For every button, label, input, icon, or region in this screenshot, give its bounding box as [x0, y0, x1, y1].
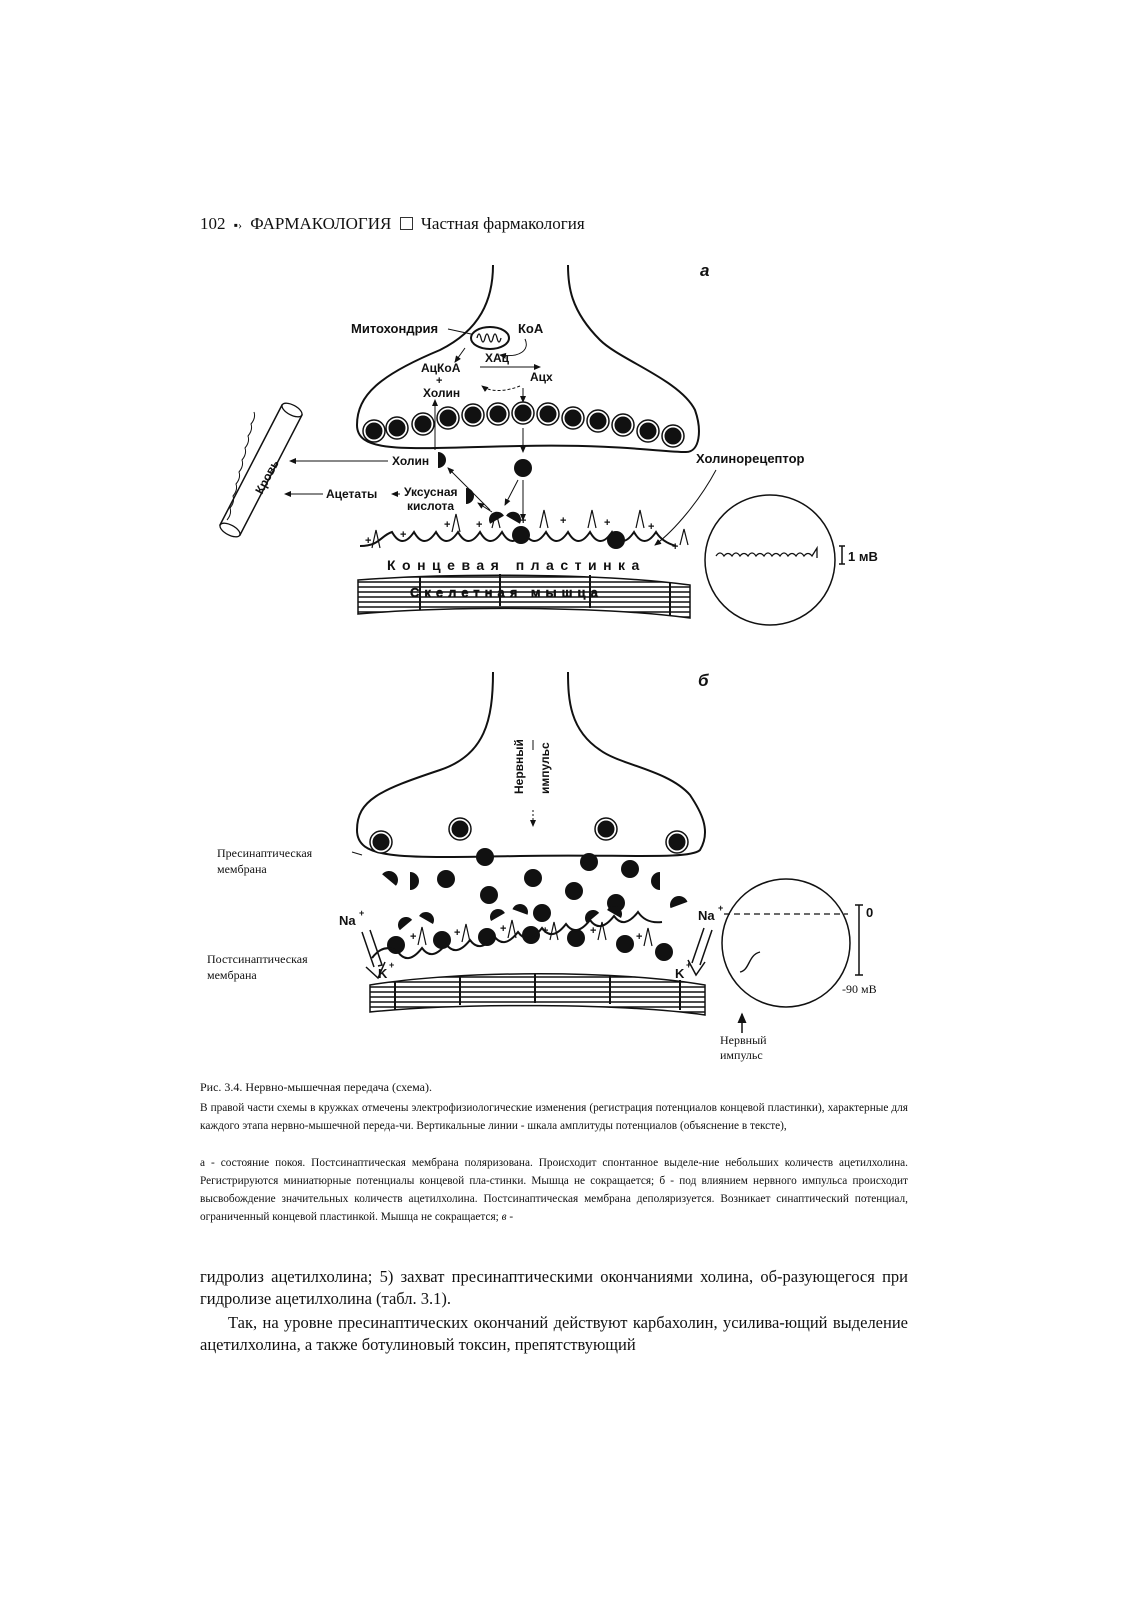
chat-label: ХАц: [485, 351, 510, 365]
scale-1mv-label: 1 мВ: [848, 549, 878, 564]
end-plate-label: Концевая пластинка: [387, 557, 646, 573]
svg-text:+: +: [636, 931, 642, 943]
skeletal-muscle-a: Скелетная мышца: [357, 574, 691, 619]
svg-text:+: +: [476, 519, 482, 531]
presynaptic-label-2: мембрана: [217, 862, 267, 876]
figure-caption-paragraph-1: В правой части схемы в кружках отмечены …: [200, 1102, 908, 1132]
svg-text:+: +: [542, 925, 548, 937]
acetates-label: Ацетаты: [326, 487, 377, 501]
page-number: 102: [200, 214, 226, 233]
svg-text:+: +: [672, 541, 678, 553]
book-title: ФАРМАКОЛОГИЯ: [250, 214, 392, 233]
skeletal-muscle-label: Скелетная мышца: [410, 585, 603, 600]
presynaptic-label-1: Пресинаптическая: [217, 846, 313, 860]
skeletal-muscle-b: [369, 973, 706, 1016]
postsynaptic-membrane-b: [371, 910, 663, 959]
square-separator-icon: [399, 217, 413, 230]
nerve-impulse-vertical-1: Нервный: [512, 739, 526, 794]
choline-half-icon: [438, 452, 446, 468]
panel-b: б Нервный импульс: [207, 671, 877, 1062]
recording-circle-a: 1 мВ: [704, 494, 878, 626]
na-label-left: Na: [339, 913, 356, 928]
recording-circle-b: 0 -90 мВ Нервный импульс: [720, 878, 877, 1062]
panel-a-label: а: [700, 261, 709, 280]
body-paragraph-1: гидролиз ацетилхолина; 5) захват пресина…: [200, 1267, 908, 1308]
panel-b-label: б: [698, 671, 709, 690]
k-label-left: K: [378, 966, 388, 981]
body-paragraph-2: Так, на уровне пресинаптических окончани…: [200, 1313, 908, 1354]
svg-text:+: +: [454, 927, 460, 939]
ach-label: Ацх: [530, 370, 553, 384]
figure-caption-title: Рис. 3.4. Нервно-мышечная передача (схем…: [200, 1080, 432, 1094]
nerve-terminal-b: [355, 671, 706, 858]
nerve-impulse-vertical-2: импульс: [538, 742, 552, 794]
svg-text:+: +: [359, 908, 364, 918]
svg-text:+: +: [365, 535, 371, 547]
acetylcholine-molecule: [514, 459, 532, 477]
choline-label: Холин: [392, 454, 429, 468]
nerve-impulse-label-2: импульс: [720, 1048, 763, 1062]
panel-a: а Митохондрия КоА ХАц АцКоА + Холин Ацх: [218, 261, 878, 626]
svg-text:+: +: [604, 517, 610, 529]
na-label-right: Na: [698, 908, 715, 923]
figure-caption-paragraph-2: а - состояние покоя. Постсинаптическая м…: [200, 1154, 908, 1226]
plus-label: +: [436, 375, 442, 387]
svg-text:+: +: [648, 521, 654, 533]
minus-90-mv-label: -90 мВ: [842, 982, 877, 996]
acetic-acid-label-1: Уксусная: [404, 485, 458, 499]
svg-text:+: +: [718, 903, 723, 913]
zero-mv-label: 0: [866, 905, 873, 920]
blood-vessel: Кровь: [218, 402, 304, 538]
mitochondria-label: Митохондрия: [351, 321, 438, 336]
svg-text:+: +: [389, 960, 394, 970]
svg-text:+: +: [444, 519, 450, 531]
svg-text:+: +: [686, 960, 691, 970]
svg-text:+: +: [500, 923, 506, 935]
acetic-acid-label-2: кислота: [407, 499, 454, 513]
released-acetylcholine: [382, 848, 688, 961]
postsynaptic-label-1: Постсинаптическая: [207, 952, 308, 966]
svg-text:+: +: [590, 925, 596, 937]
k-label-right: K: [675, 966, 685, 981]
running-header: 102 ▪› ФАРМАКОЛОГИЯ Частная фармакология: [200, 214, 585, 234]
postsynaptic-label-2: мембрана: [207, 968, 257, 982]
caption-para2-tail: в -: [501, 1211, 514, 1223]
receptor-spikes-a: [371, 509, 689, 549]
caption-para2-text: а - состояние покоя. Постсинаптическая м…: [200, 1157, 908, 1223]
vesicle-row-a: [362, 401, 685, 448]
svg-text:+: +: [410, 931, 416, 943]
nerve-impulse-label-1: Нервный: [720, 1033, 767, 1047]
svg-text:+: +: [560, 515, 566, 527]
section-title: Частная фармакология: [420, 214, 585, 233]
coa-label: КоА: [518, 321, 544, 336]
choline-inside-label: Холин: [423, 386, 460, 400]
nerve-terminal-a: [355, 264, 700, 454]
vesicle-row-b: [369, 817, 689, 854]
svg-text:+: +: [400, 529, 406, 541]
mitochondria-icon: [470, 326, 510, 350]
svg-text:+: +: [520, 515, 526, 527]
bullet-arrow-icon: ▪›: [233, 218, 242, 232]
neuromuscular-transmission-figure: а Митохондрия КоА ХАц АцКоА + Холин Ацх: [207, 261, 878, 1062]
cholinoreceptor-label: Холинорецептор: [696, 451, 805, 466]
acetyl-coa-label: АцКоА: [421, 361, 461, 375]
